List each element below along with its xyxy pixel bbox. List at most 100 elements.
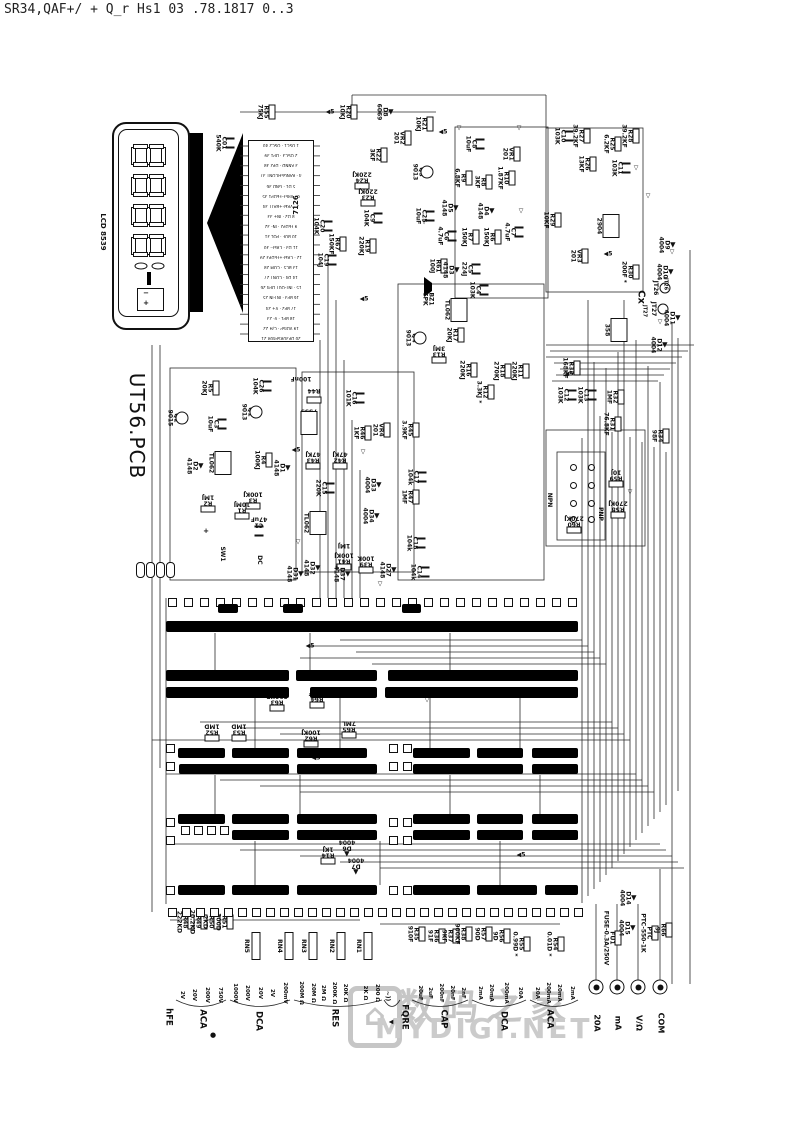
- lcd-digit: [131, 174, 166, 197]
- component-symbol: [554, 212, 562, 228]
- pad: [403, 762, 412, 771]
- pad: [220, 826, 229, 835]
- pad: [264, 598, 273, 607]
- component-label: DC: [256, 555, 264, 565]
- arrow-icon: [207, 133, 243, 313]
- component-symbol: [564, 130, 574, 142]
- misc-label: JT27: [641, 304, 648, 318]
- pad: [166, 818, 175, 827]
- range-label: 20uF: [416, 985, 423, 1001]
- component-label: R16 220KJ: [458, 360, 472, 380]
- switch-contact-bar: [297, 764, 377, 774]
- lcd-segment: [149, 222, 164, 227]
- component-symbol: [341, 731, 357, 739]
- component-label: D12 4004: [649, 336, 663, 354]
- component-symbol: [269, 704, 285, 712]
- component-symbol: [268, 104, 276, 120]
- component-label: R13 3MJ: [432, 344, 446, 358]
- component-label: D2 4148: [185, 457, 199, 475]
- component-symbol: [632, 264, 640, 280]
- range-group-label: hFE: [163, 1008, 174, 1026]
- pad: [207, 826, 216, 835]
- component-symbol: [251, 932, 261, 960]
- ic-pin-row: 3 ANND · DP2 38: [264, 163, 298, 168]
- net-ref-icon: ◀5: [516, 851, 526, 859]
- hfe-socket-hole: [588, 464, 595, 471]
- pad: [378, 908, 387, 917]
- pad: [166, 886, 175, 895]
- pad: [552, 598, 561, 607]
- range-label: 200V: [243, 985, 250, 1001]
- component-symbol: [212, 380, 220, 396]
- component-symbol: [514, 226, 524, 238]
- diode-icon: ▶: [488, 208, 496, 214]
- switch-contact-bar: [532, 748, 578, 758]
- net-ref-icon: ◀5: [311, 754, 321, 762]
- component-symbol: [413, 331, 427, 345]
- component-label: RN3: [300, 939, 308, 953]
- component-symbol: [438, 928, 446, 944]
- component-label: R21 10KJ: [414, 116, 428, 132]
- net-ref-icon: ◀5: [291, 446, 301, 454]
- component-symbol: [420, 165, 434, 179]
- hfe-socket-hole: [588, 500, 595, 507]
- range-group-label: RES: [329, 1008, 340, 1028]
- range-bracket: [229, 999, 291, 1007]
- component-symbol: [566, 526, 582, 534]
- component-symbol: [589, 156, 597, 172]
- component-label: R62 100KJ: [301, 728, 321, 742]
- lcd-segment: [149, 234, 164, 239]
- component-label: R45 3.9KF: [400, 420, 414, 440]
- ic-pin-row: 5 D1 · GND 36: [266, 183, 296, 188]
- component-label: BZ1 SPK: [421, 292, 435, 306]
- range-label: 750V: [216, 987, 223, 1003]
- ic-pin-row: 10 BUF · POL 31: [264, 234, 298, 239]
- misc-label: Cx: [635, 290, 647, 304]
- switch-contact-bar: [232, 830, 289, 840]
- component-symbol: [369, 238, 377, 254]
- component-symbol: [465, 926, 473, 942]
- component-label: D32 4148: [302, 559, 316, 577]
- component-label: R55 75KJ: [256, 104, 270, 120]
- component-symbol: [475, 138, 485, 150]
- net-ref-icon: ◀5: [603, 250, 613, 258]
- ic-pin-row: 11 D3 · CREF- 30: [264, 244, 299, 249]
- pad: [248, 598, 257, 607]
- component-label: R43 47KJ: [305, 450, 321, 464]
- component-symbol: [610, 318, 628, 342]
- component-label: R28 39.2KF: [620, 124, 634, 148]
- range-label: 200M Ω: [297, 981, 304, 1005]
- switch-contact-bar: [477, 748, 523, 758]
- component-label: D37 4148: [332, 565, 346, 583]
- misc-label: +: [203, 527, 209, 536]
- component-symbol: [320, 857, 336, 865]
- lcd-colon-mark: [134, 262, 148, 270]
- component-symbol: [417, 471, 427, 483]
- hfe-socket-hole: [588, 482, 595, 489]
- pad: [166, 762, 175, 771]
- switch-contact-bar: [178, 748, 225, 758]
- component-symbol: [284, 932, 294, 960]
- component-symbol: [504, 363, 512, 379]
- component-symbol: [573, 360, 581, 376]
- pad: [520, 598, 529, 607]
- component-symbol: [325, 482, 335, 494]
- range-label: 2uF: [426, 987, 433, 999]
- component-symbol: [254, 525, 264, 537]
- pad: [472, 598, 481, 607]
- component-label: R37 9KF: [440, 929, 454, 943]
- net-ref-icon: ▽: [424, 696, 430, 704]
- lcd-segment: [133, 174, 148, 179]
- component-symbol: [447, 230, 457, 242]
- component-symbol: [265, 452, 273, 468]
- ic-pin-row: 2 OSC3 · DP1 39: [264, 153, 298, 158]
- ic-pin-row: 18 BP1 · V- 23: [266, 315, 296, 320]
- misc-label: ●: [209, 1031, 217, 1040]
- range-label: 200mA: [502, 982, 509, 1004]
- pad: [166, 836, 175, 845]
- component-symbol: [336, 563, 352, 571]
- component-symbol: [418, 926, 426, 942]
- range-label: 20K Ω: [341, 983, 348, 1003]
- diode-icon: ▶: [352, 869, 360, 875]
